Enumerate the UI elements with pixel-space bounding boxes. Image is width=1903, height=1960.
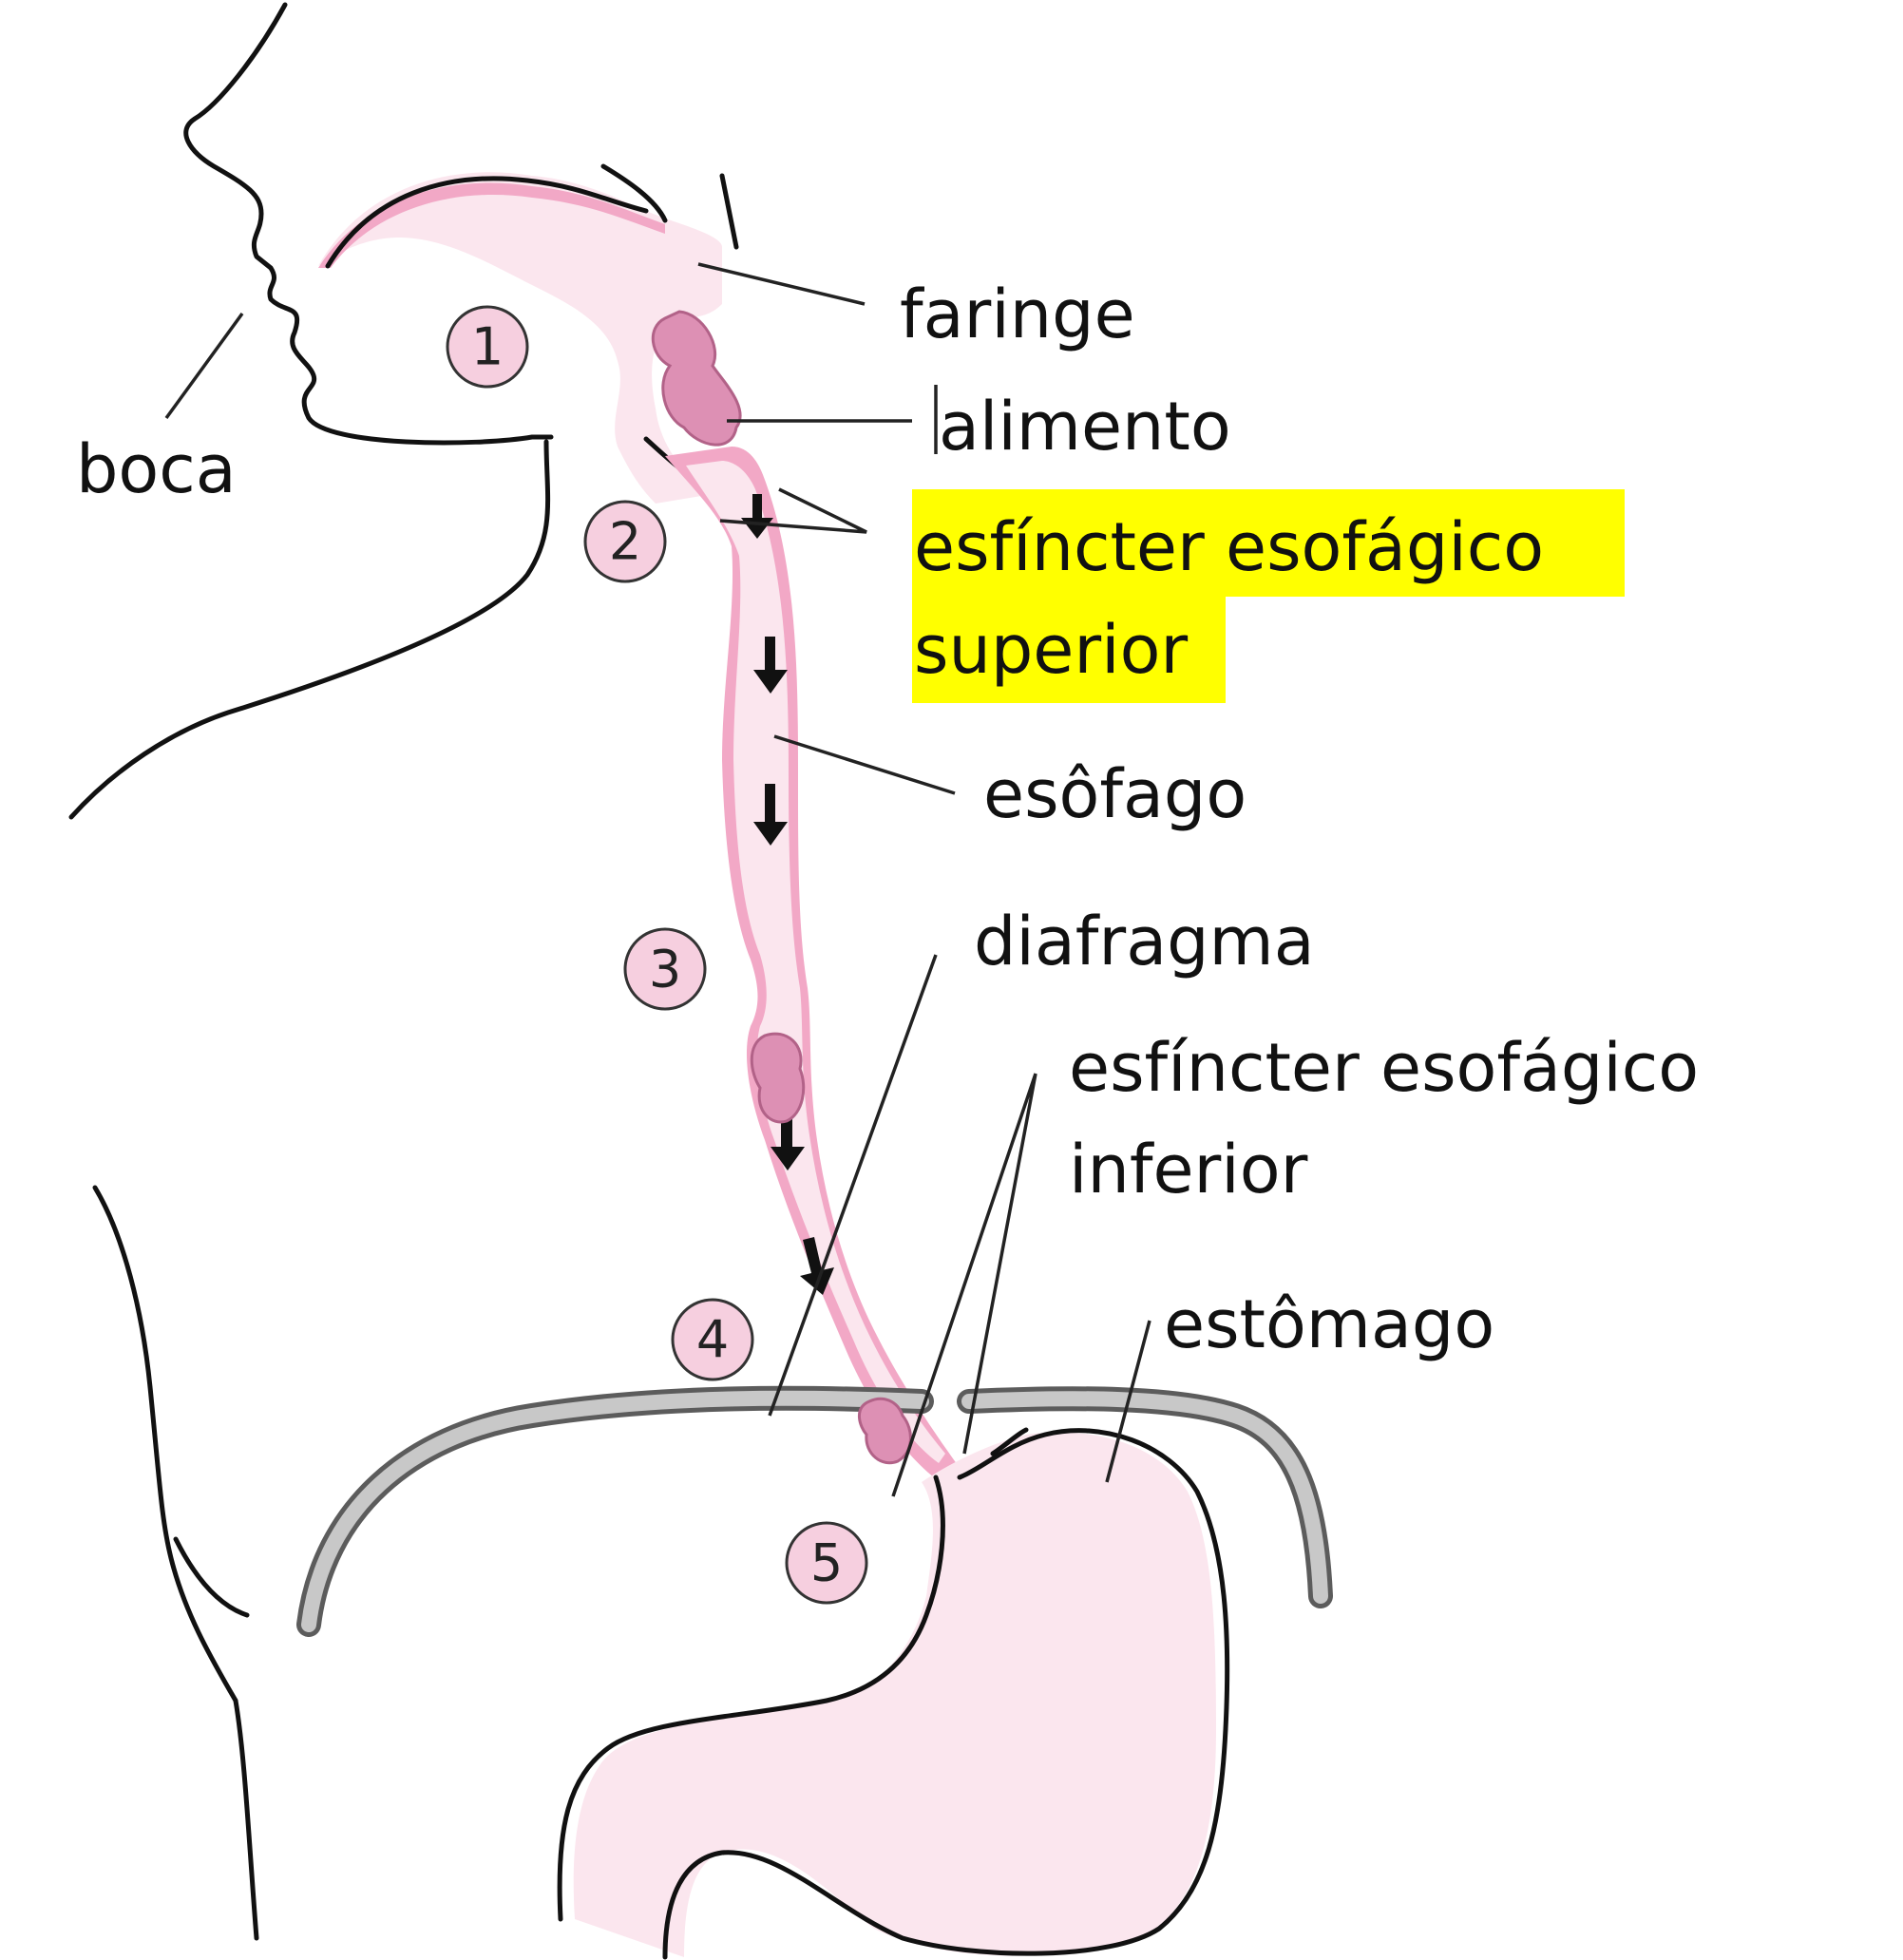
- step-circle-3: [623, 927, 707, 1011]
- step-3: 3: [649, 940, 681, 999]
- leader-esofago: [773, 734, 956, 795]
- highlight-ees-line1: [912, 489, 1625, 597]
- label-alimento: alimento: [939, 388, 1231, 466]
- label-esofago: esôfago: [983, 755, 1246, 833]
- labels: boca faringe alimento esfíncter esofágic…: [76, 276, 1699, 1363]
- head-outline: [68, 2, 554, 1941]
- label-ees-line1: esfíncter esofágico: [914, 508, 1544, 586]
- step-circle-1: [446, 305, 529, 389]
- label-faringe: faringe: [900, 276, 1135, 353]
- food-bolus: [651, 310, 912, 1465]
- leader-estomago: [1105, 1320, 1151, 1483]
- leader-eei: [891, 1073, 1037, 1497]
- step-circle-2: [583, 500, 667, 583]
- pharynx-region: [318, 163, 739, 504]
- label-estomago: estômago: [1164, 1285, 1494, 1363]
- step-5: 5: [810, 1533, 843, 1593]
- step-1: 1: [471, 317, 504, 377]
- step-circle-4: [671, 1298, 754, 1381]
- label-ees-line2: superior: [914, 611, 1188, 689]
- label-boca: boca: [76, 430, 237, 508]
- label-diafragma: diafragma: [974, 903, 1315, 980]
- label-eei-line1: esfíncter esofágico: [1069, 1029, 1699, 1107]
- bolus-esophagus: [750, 1032, 806, 1124]
- bolus-pharynx: [651, 310, 742, 447]
- label-eei-line2: inferior: [1069, 1131, 1308, 1208]
- leader-ees: [719, 487, 867, 534]
- step-2: 2: [609, 512, 641, 572]
- leader-lines: [164, 262, 1151, 1497]
- leader-diafragma: [768, 954, 938, 1417]
- diaphragm: [296, 1385, 1333, 1637]
- leader-faringe: [697, 262, 866, 306]
- leader-boca: [164, 312, 244, 420]
- highlight-ees-line2: [912, 597, 1226, 703]
- bolus-sphincter: [858, 1397, 912, 1465]
- step-circle-5: [785, 1521, 868, 1605]
- step-markers: 1 2 3 4 5: [446, 305, 868, 1605]
- step-4: 4: [696, 1310, 729, 1370]
- stomach: [557, 1427, 1230, 1960]
